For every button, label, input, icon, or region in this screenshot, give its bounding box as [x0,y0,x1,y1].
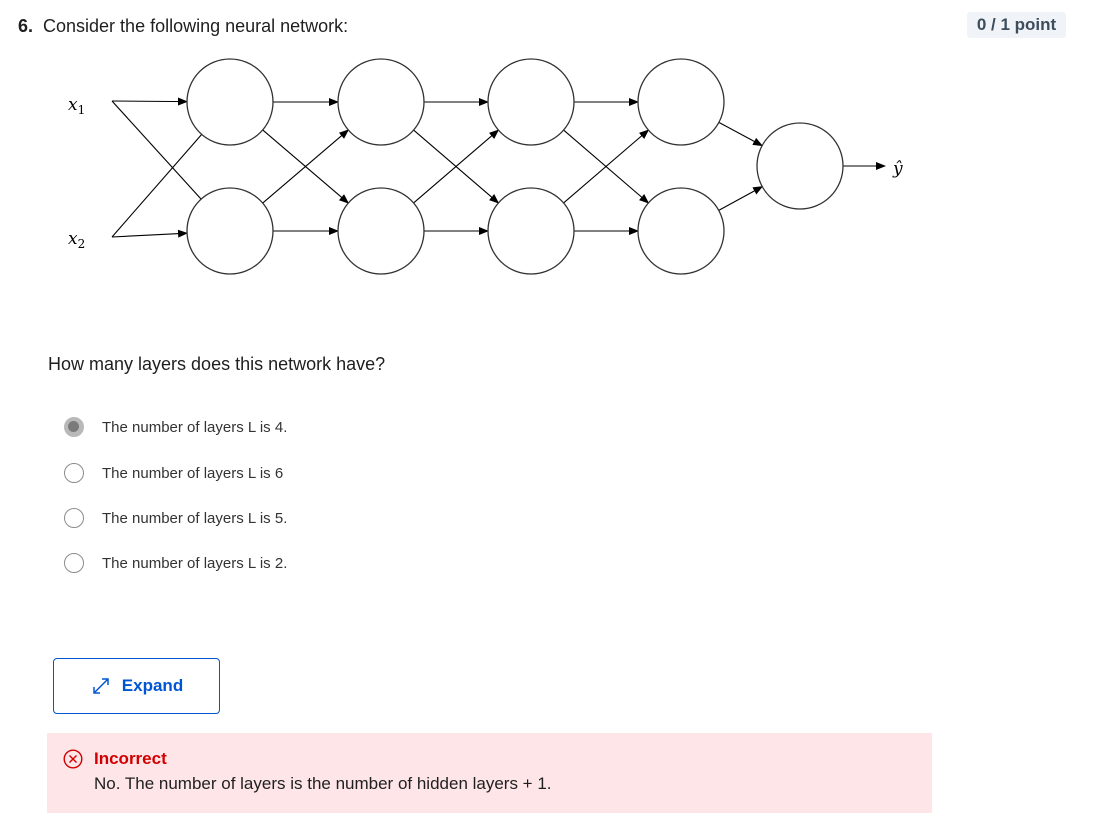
input-label-x1: x1 [68,95,85,117]
expand-button-label: Expand [121,676,184,695]
hidden-node-l2-1 [337,58,425,146]
radio-button-4[interactable] [64,553,84,573]
hidden-node-l4-2 [637,187,725,275]
hidden-node-l3-1 [487,58,575,146]
hidden-node-l1-1 [186,58,274,146]
radio-button-3[interactable] [64,508,84,528]
edge-h3-2-h4-1 [563,129,650,204]
answer-option-1[interactable]: The number of layers L is 4. [64,414,464,444]
feedback-text: No. The number of layers is the number o… [94,774,552,793]
expand-arrows-icon [93,678,109,694]
answer-option-label: The number of layers L is 5. [102,510,288,527]
edge-h4-2-output [718,186,764,211]
hidden-node-l3-2 [487,187,575,275]
edge-h2-2-h3-1 [413,129,500,204]
edge-input2-h1-1 [111,134,203,238]
answer-option-label: The number of layers L is 6 [102,465,284,482]
edge-h1-2-h2-1 [262,129,350,204]
points-badge: 0 / 1 point [967,12,1066,38]
edge-h4-1-output [718,121,764,147]
hidden-node-l1-2 [186,187,274,275]
hidden-node-l4-1 [637,58,725,146]
output-label-yhat: ŷ [892,159,903,179]
output-node [756,122,844,210]
network-labels: x1 x2 ŷ [68,95,903,251]
answer-option-label: The number of layers L is 4. [102,419,288,436]
expand-button[interactable]: Expand [53,658,220,714]
x-circle-icon [63,749,83,769]
network-nodes [186,58,844,275]
answer-option-2[interactable]: The number of layers L is 6 [64,460,464,490]
edge-input1-h1-1 [111,97,189,106]
network-edges [111,97,886,238]
edge-input1-h1-2 [111,100,202,200]
input-label-x2: x2 [68,229,85,251]
answer-option-3[interactable]: The number of layers L is 5. [64,505,464,535]
feedback-title: Incorrect [94,749,167,768]
radio-button-1[interactable] [64,417,84,437]
question-number: 6. [18,16,34,36]
feedback-panel: Incorrect No. The number of layers is th… [47,733,932,813]
edge-input2-h1-2 [111,229,189,238]
question-header: 6. Consider the following neural network: [18,14,348,38]
answer-option-4[interactable]: The number of layers L is 2. [64,550,464,580]
radio-button-2[interactable] [64,463,84,483]
question-prompt: How many layers does this network have? [48,354,386,374]
answer-option-label: The number of layers L is 2. [102,555,288,572]
hidden-node-l2-2 [337,187,425,275]
question-text: Consider the following neural network: [43,16,349,36]
neural-network-diagram: x1 x2 ŷ [68,58,903,275]
